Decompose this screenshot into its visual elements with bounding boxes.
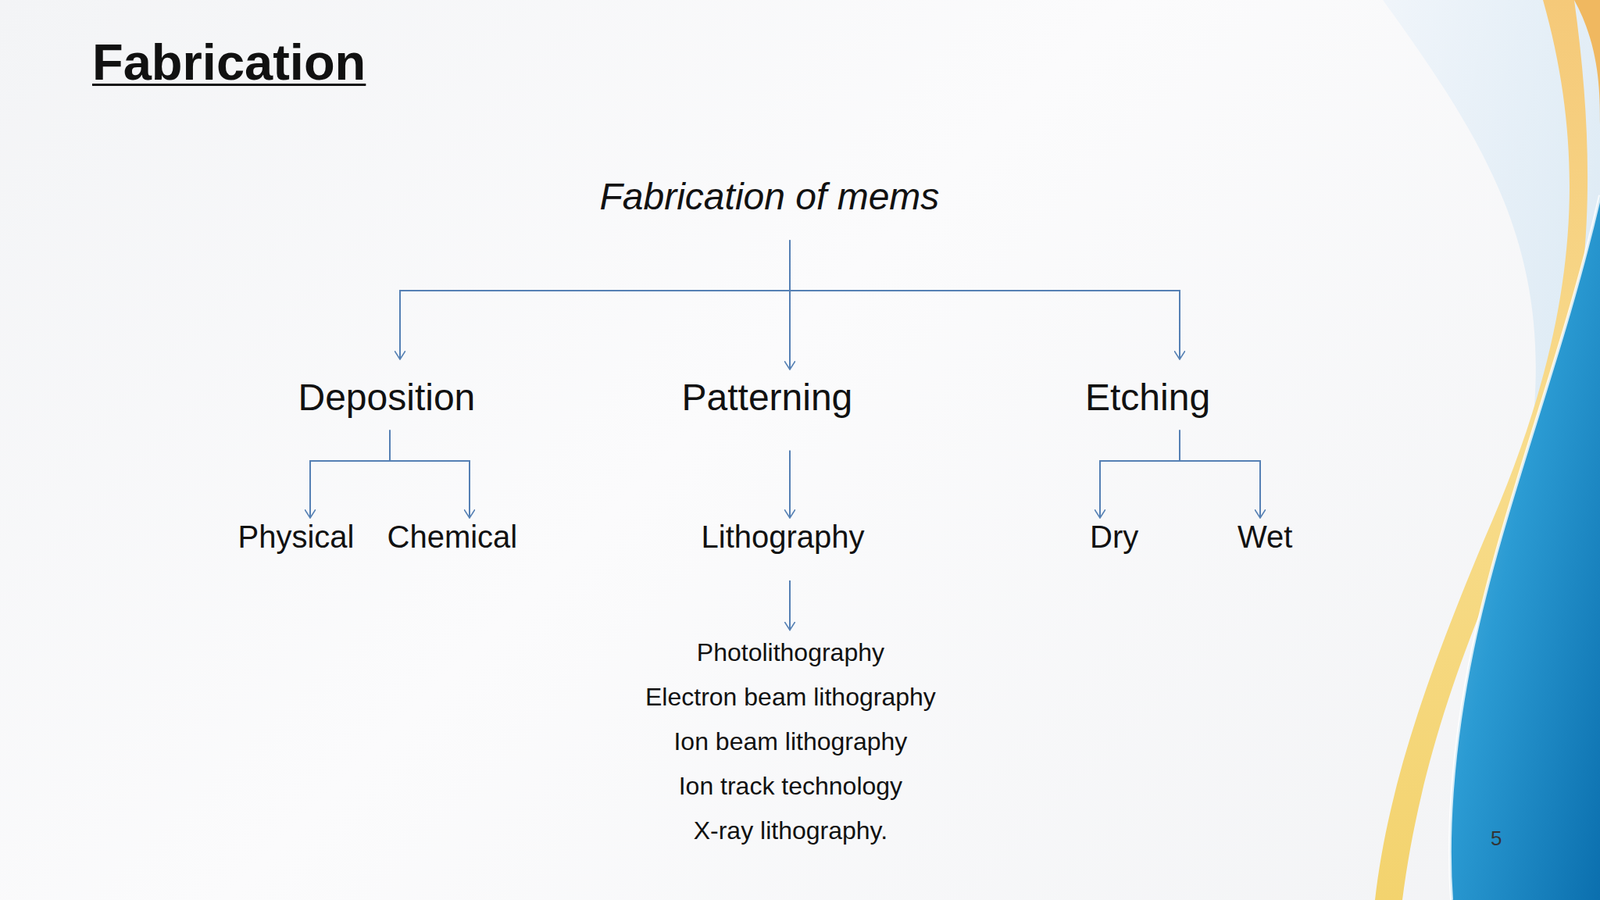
tree-connector bbox=[789, 240, 1180, 360]
tree-connector bbox=[400, 240, 790, 360]
tree-node: Patterning bbox=[678, 369, 857, 451]
node-label: Deposition bbox=[298, 375, 476, 421]
tree-node: Etching bbox=[1082, 359, 1214, 431]
wave-edge bbox=[1450, 195, 1600, 900]
tree-connector bbox=[1100, 430, 1180, 518]
technique-list: PhotolithographyElectron beam lithograph… bbox=[642, 630, 940, 854]
node-label: Dry bbox=[1089, 517, 1139, 556]
node-label: Wet bbox=[1237, 517, 1293, 556]
page-number: 5 bbox=[1490, 826, 1502, 851]
node-label: Patterning bbox=[682, 375, 854, 421]
blue-wave bbox=[1450, 195, 1600, 900]
tree-node: Physical bbox=[235, 517, 358, 556]
tree-node: Lithography bbox=[698, 517, 868, 581]
node-label: Fabrication of mems bbox=[600, 174, 940, 220]
tree-node: Fabrication of mems bbox=[596, 169, 943, 241]
node-label: Physical bbox=[238, 517, 355, 556]
tree-connector bbox=[789, 240, 791, 370]
list-item: Electron beam lithography bbox=[645, 675, 936, 720]
tree-node: Chemical bbox=[384, 517, 522, 556]
node-label: Lithography bbox=[701, 517, 865, 556]
tree-node: Deposition bbox=[295, 359, 479, 431]
tree-node: Dry bbox=[1086, 517, 1142, 556]
tree-connector bbox=[310, 430, 390, 518]
tree-connector bbox=[1179, 430, 1261, 518]
node-label: Chemical bbox=[387, 517, 518, 556]
tree-connector bbox=[389, 430, 470, 518]
list-item: Ion beam lithography bbox=[645, 719, 936, 765]
slide-title: Fabrication bbox=[92, 34, 366, 91]
tree-node: Wet bbox=[1234, 517, 1296, 556]
tree-connector bbox=[789, 450, 791, 518]
list-item: Photolithography bbox=[645, 630, 936, 675]
list-item: Ion track technology bbox=[645, 764, 936, 809]
tree-connector bbox=[789, 580, 791, 631]
list-item: X-ray lithography. bbox=[645, 808, 936, 854]
node-label: Etching bbox=[1085, 375, 1211, 421]
orange-corner bbox=[1574, 0, 1600, 125]
